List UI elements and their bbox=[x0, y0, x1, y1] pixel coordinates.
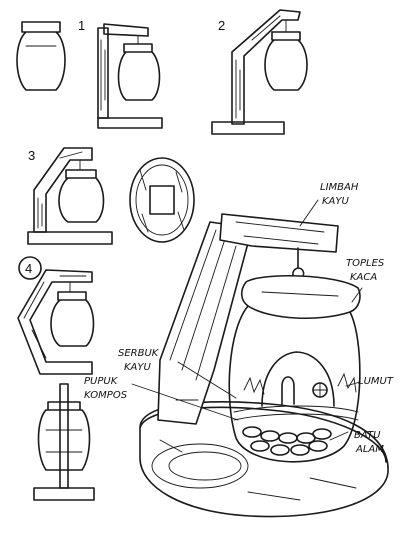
label-limbah: LIMBAH bbox=[320, 182, 359, 193]
step-4-sketch: 4 bbox=[17, 256, 95, 501]
soil-layer bbox=[233, 405, 359, 421]
step-number-3: 3 bbox=[28, 148, 35, 163]
label-kayu: KAYU bbox=[322, 196, 350, 207]
glass-jar bbox=[228, 275, 361, 463]
hook bbox=[292, 247, 305, 280]
jar-sketch bbox=[16, 21, 66, 91]
label-batu: BATU bbox=[354, 430, 381, 441]
label-toples: TOPLES bbox=[346, 258, 385, 269]
jar-stand-sketch bbox=[97, 23, 163, 129]
step-number-1: 1 bbox=[78, 18, 85, 33]
wood-arm bbox=[157, 213, 339, 425]
label-lumut: LUMUT bbox=[358, 376, 394, 387]
label-serbuk: SERBUK bbox=[118, 348, 160, 359]
step-number-4: 4 bbox=[25, 261, 32, 276]
step-2-sketch: 2 bbox=[211, 9, 308, 135]
label-alam: ALAM bbox=[355, 444, 384, 455]
label-pupuk: PUPUK bbox=[84, 376, 119, 387]
moss bbox=[243, 372, 357, 395]
label-kompos: KOMPOS bbox=[84, 390, 128, 401]
terrarium-lamp-main bbox=[131, 199, 389, 518]
fairy-house bbox=[261, 351, 335, 407]
natural-stones bbox=[242, 426, 332, 456]
step-number-2: 2 bbox=[218, 18, 225, 33]
leader-lines bbox=[131, 199, 363, 441]
annotation-labels: LIMBAH KAYU TOPLES KACA SERBUK KAYU PUPU… bbox=[84, 182, 394, 455]
step-1-sketch: 1 bbox=[16, 18, 163, 129]
label-serbuk-kayu: KAYU bbox=[124, 362, 152, 373]
label-kaca: KACA bbox=[350, 272, 377, 283]
wood-round-sketch bbox=[129, 157, 195, 243]
wood-base bbox=[139, 401, 389, 518]
step-3-sketch: 3 bbox=[27, 147, 195, 245]
vertical-stand-sketch bbox=[33, 383, 95, 501]
